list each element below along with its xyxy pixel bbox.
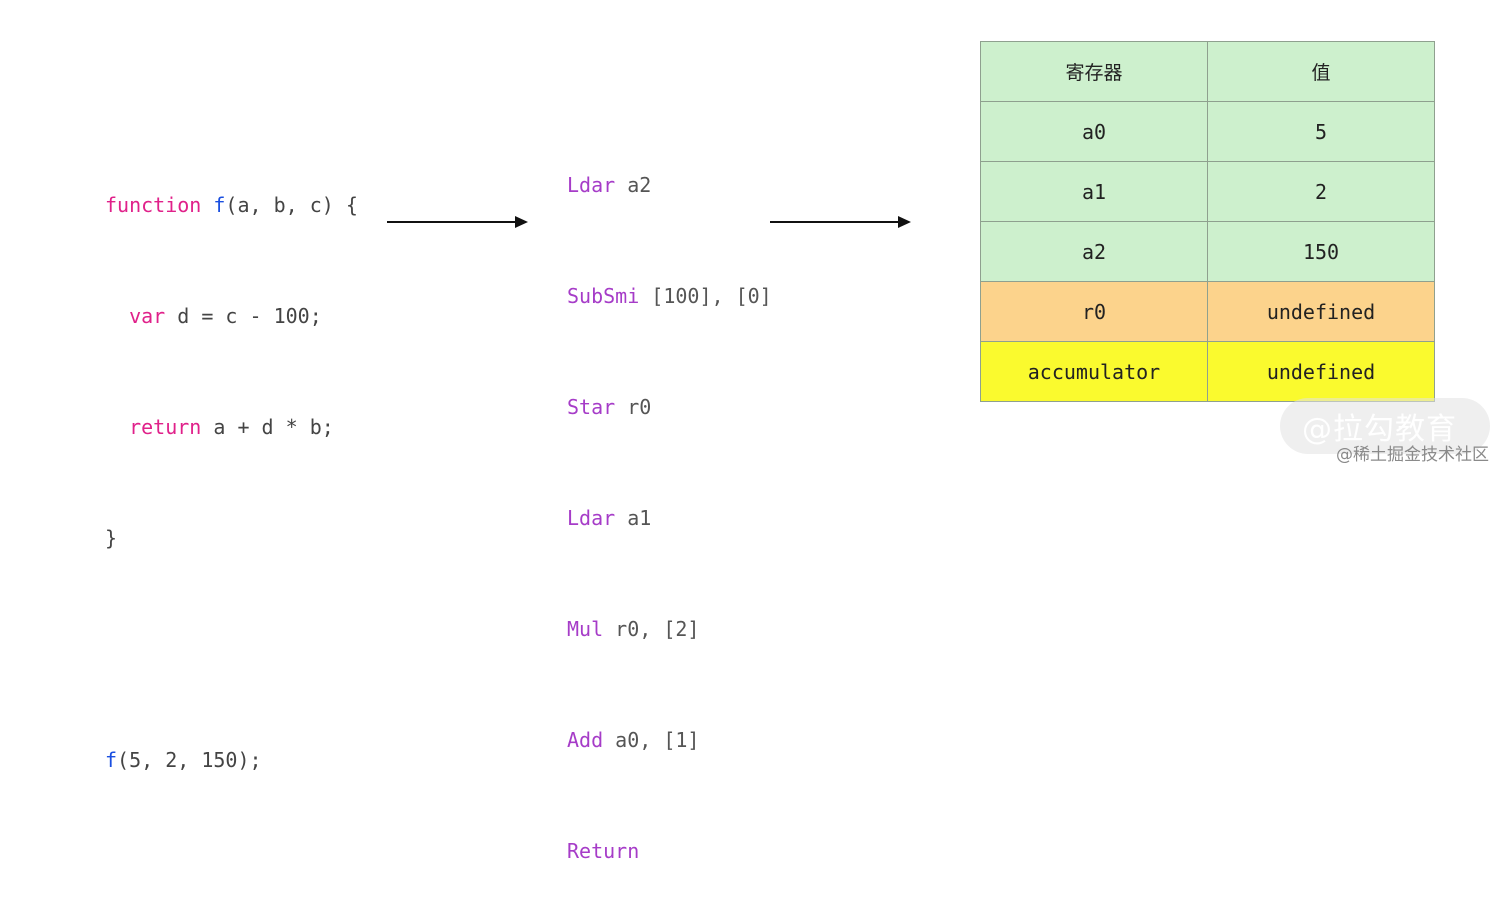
code-text: } (105, 526, 118, 550)
right-arrow-icon (387, 216, 528, 228)
bytecode-args: [100], [0] (639, 284, 772, 308)
bytecode-args: a2 (615, 173, 652, 197)
code-text: a + d * b; (201, 415, 334, 439)
table-row: a1 2 (980, 161, 1435, 222)
bytecode-line: Ldar a1 (567, 500, 772, 537)
table-row: accumulator undefined (980, 341, 1435, 402)
register-name: a1 (980, 161, 1208, 222)
register-value: 5 (1207, 101, 1435, 162)
code-text: (a, b, c) { (225, 193, 358, 217)
header-value: 值 (1207, 41, 1435, 102)
bytecode-op: Return (567, 839, 640, 863)
bytecode-op: Mul (567, 617, 604, 641)
table-row: r0 undefined (980, 281, 1435, 342)
table-row: a0 5 (980, 101, 1435, 162)
register-name: a0 (980, 101, 1208, 162)
source-code: function f(a, b, c) { var d = c - 100; r… (105, 113, 358, 816)
bytecode-line: Star r0 (567, 389, 772, 426)
code-line: function f(a, b, c) { (105, 187, 358, 224)
register-name: accumulator (980, 341, 1208, 402)
bytecode-args: r0 (615, 395, 652, 419)
bytecode-line: Ldar a2 (567, 167, 772, 204)
bytecode-line: SubSmi [100], [0] (567, 278, 772, 315)
function-name: f (213, 193, 226, 217)
watermark-logo-text: @拉勾教育 (1302, 412, 1457, 447)
register-value: 2 (1207, 161, 1435, 222)
keyword: function (105, 193, 202, 217)
bytecode-op: Ldar (567, 506, 616, 530)
bytecode-listing: Ldar a2 SubSmi [100], [0] Star r0 Ldar a… (567, 93, 772, 907)
bytecode-args: r0, [2] (603, 617, 700, 641)
bytecode-op: Add (567, 728, 604, 752)
register-table: 寄存器 值 a0 5 a1 2 a2 150 r0 undefined accu… (980, 41, 1435, 402)
bytecode-args: a1 (615, 506, 652, 530)
bytecode-args: a0, [1] (603, 728, 700, 752)
register-name: a2 (980, 221, 1208, 282)
code-line: return a + d * b; (105, 409, 358, 446)
code-line: } (105, 520, 358, 557)
register-value: undefined (1207, 341, 1435, 402)
register-value: 150 (1207, 221, 1435, 282)
code-line: var d = c - 100; (105, 298, 358, 335)
register-name: r0 (980, 281, 1208, 342)
function-name: f (105, 748, 118, 772)
bytecode-line: Mul r0, [2] (567, 611, 772, 648)
watermark-badge (1280, 398, 1490, 454)
bytecode-line: Add a0, [1] (567, 722, 772, 759)
keyword: return (129, 415, 202, 439)
table-header-row: 寄存器 值 (980, 41, 1435, 102)
bytecode-op: Star (567, 395, 616, 419)
code-text: (5, 2, 150); (117, 748, 262, 772)
bytecode-op: SubSmi (567, 284, 640, 308)
table-row: a2 150 (980, 221, 1435, 282)
function-call-line: f(5, 2, 150); (105, 742, 358, 779)
right-arrow-icon (770, 216, 911, 228)
code-text: d = c - 100; (165, 304, 322, 328)
keyword: var (129, 304, 166, 328)
watermark-site-text: @稀土掘金技术社区 (1336, 445, 1489, 465)
bytecode-op: Ldar (567, 173, 616, 197)
register-value: undefined (1207, 281, 1435, 342)
bytecode-line: Return (567, 833, 772, 870)
header-register: 寄存器 (980, 41, 1208, 102)
